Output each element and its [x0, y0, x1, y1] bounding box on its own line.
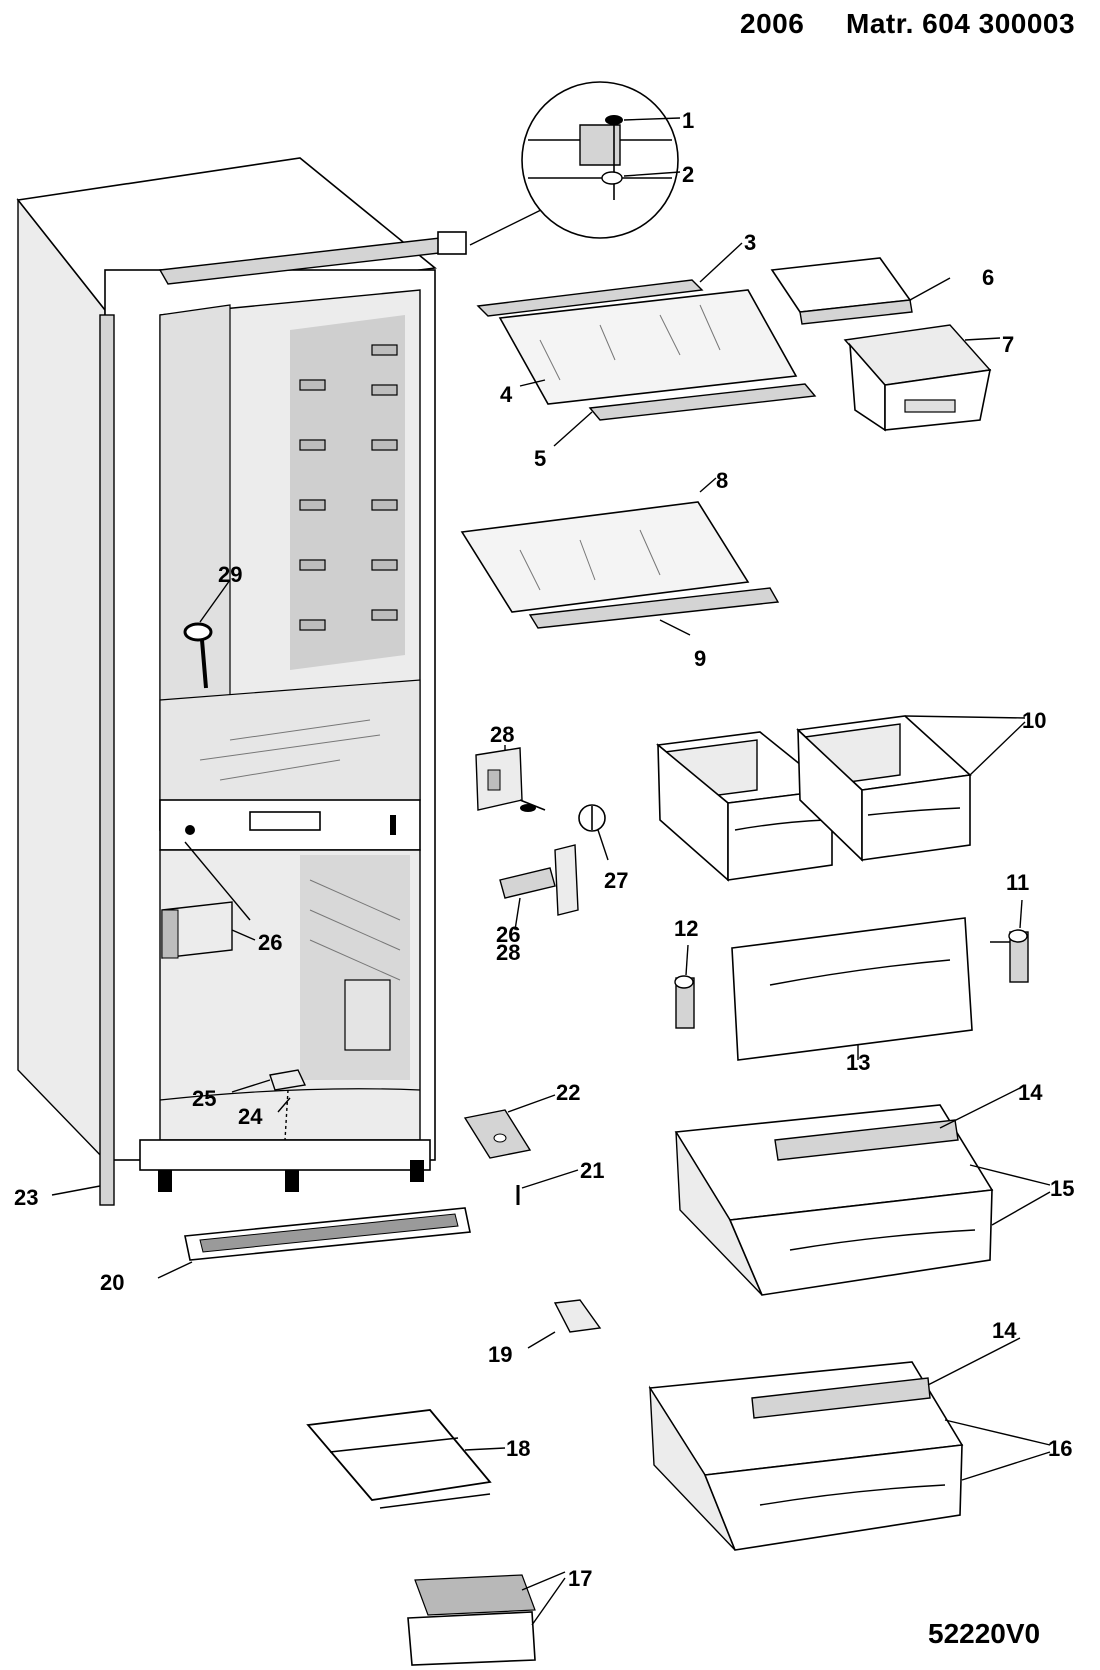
header-year: 2006: [740, 8, 805, 39]
label-part-14-upper: 14: [1018, 1080, 1043, 1105]
label-part-9: 9: [694, 646, 706, 671]
ventilation-grille-20: [184, 1207, 471, 1261]
scraper-19: [553, 1299, 602, 1333]
label-part-26-right: 26: [496, 922, 520, 947]
label-part-29: 29: [218, 562, 242, 587]
drain-plug-29: [183, 622, 213, 689]
label-part-7: 7: [1002, 332, 1014, 357]
label-part-4: 4: [500, 382, 513, 407]
screw-27: [578, 804, 606, 832]
drawer-guide-11: [990, 929, 1029, 983]
glass-shelf-assembly-3-4-5: [476, 279, 817, 421]
hinge-bracket-28-lower: [499, 844, 579, 916]
drain-tube-24-25: [269, 1069, 307, 1141]
diagram-code: 52220V0: [928, 1618, 1041, 1649]
freezer-drawer-15: [674, 1104, 994, 1296]
label-part-26-left: 26: [258, 930, 282, 955]
label-part-8: 8: [716, 468, 728, 493]
label-part-17: 17: [568, 1566, 592, 1591]
label-part-27: 27: [604, 868, 628, 893]
label-part-25: 25: [192, 1086, 216, 1111]
glass-shelf-8-9: [460, 501, 780, 629]
header-matr-number: Matr. 604 300003: [846, 8, 1076, 39]
label-part-21: 21: [580, 1158, 604, 1183]
label-part-24: 24: [238, 1104, 263, 1129]
crisper-drawer-10-left: [656, 731, 834, 882]
label-part-16: 16: [1048, 1436, 1072, 1461]
refrigerator-cabinet: [16, 157, 467, 1206]
label-part-18: 18: [506, 1436, 530, 1461]
label-part-28-lower: 28: [496, 940, 520, 965]
hinge-bracket-28: [475, 747, 546, 812]
label-part-2: 2: [682, 162, 694, 187]
label-part-14-lower: 14: [992, 1318, 1017, 1343]
label-part-5: 5: [534, 446, 546, 471]
label-part-20: 20: [100, 1270, 124, 1295]
hinge-detail-zoom: [469, 81, 679, 246]
thermostat-bracket-26: [161, 901, 233, 959]
label-part-3: 3: [744, 230, 756, 255]
label-part-28-upper: 28: [490, 722, 514, 747]
label-part-13: 13: [846, 1050, 870, 1075]
door-strip-part-23: [99, 314, 115, 1206]
ice-tray-17: [407, 1574, 536, 1666]
label-part-12: 12: [674, 916, 698, 941]
label-part-22: 22: [556, 1080, 580, 1105]
drawer-guide-12: [674, 975, 695, 1029]
label-part-23: 23: [14, 1185, 38, 1210]
dairy-compartment-6: [770, 257, 913, 325]
hinge-22: [463, 1109, 532, 1159]
label-part-11: 11: [1006, 870, 1029, 895]
drawer-front-13: [731, 917, 973, 1061]
label-part-15: 15: [1050, 1176, 1074, 1201]
part-number-labels: 1 2 3 4 5 6 7 8 9 10 11 12 13 14 14 15 1…: [14, 108, 1074, 1591]
label-part-6: 6: [982, 265, 994, 290]
label-part-19: 19: [488, 1342, 512, 1367]
label-part-1: 1: [682, 108, 694, 133]
crisper-drawer-10-right: [796, 715, 972, 862]
egg-tray-7: [843, 324, 992, 432]
freezer-drawer-16: [648, 1361, 964, 1551]
wire-basket-18: [306, 1409, 492, 1509]
label-part-10: 10: [1022, 708, 1046, 733]
